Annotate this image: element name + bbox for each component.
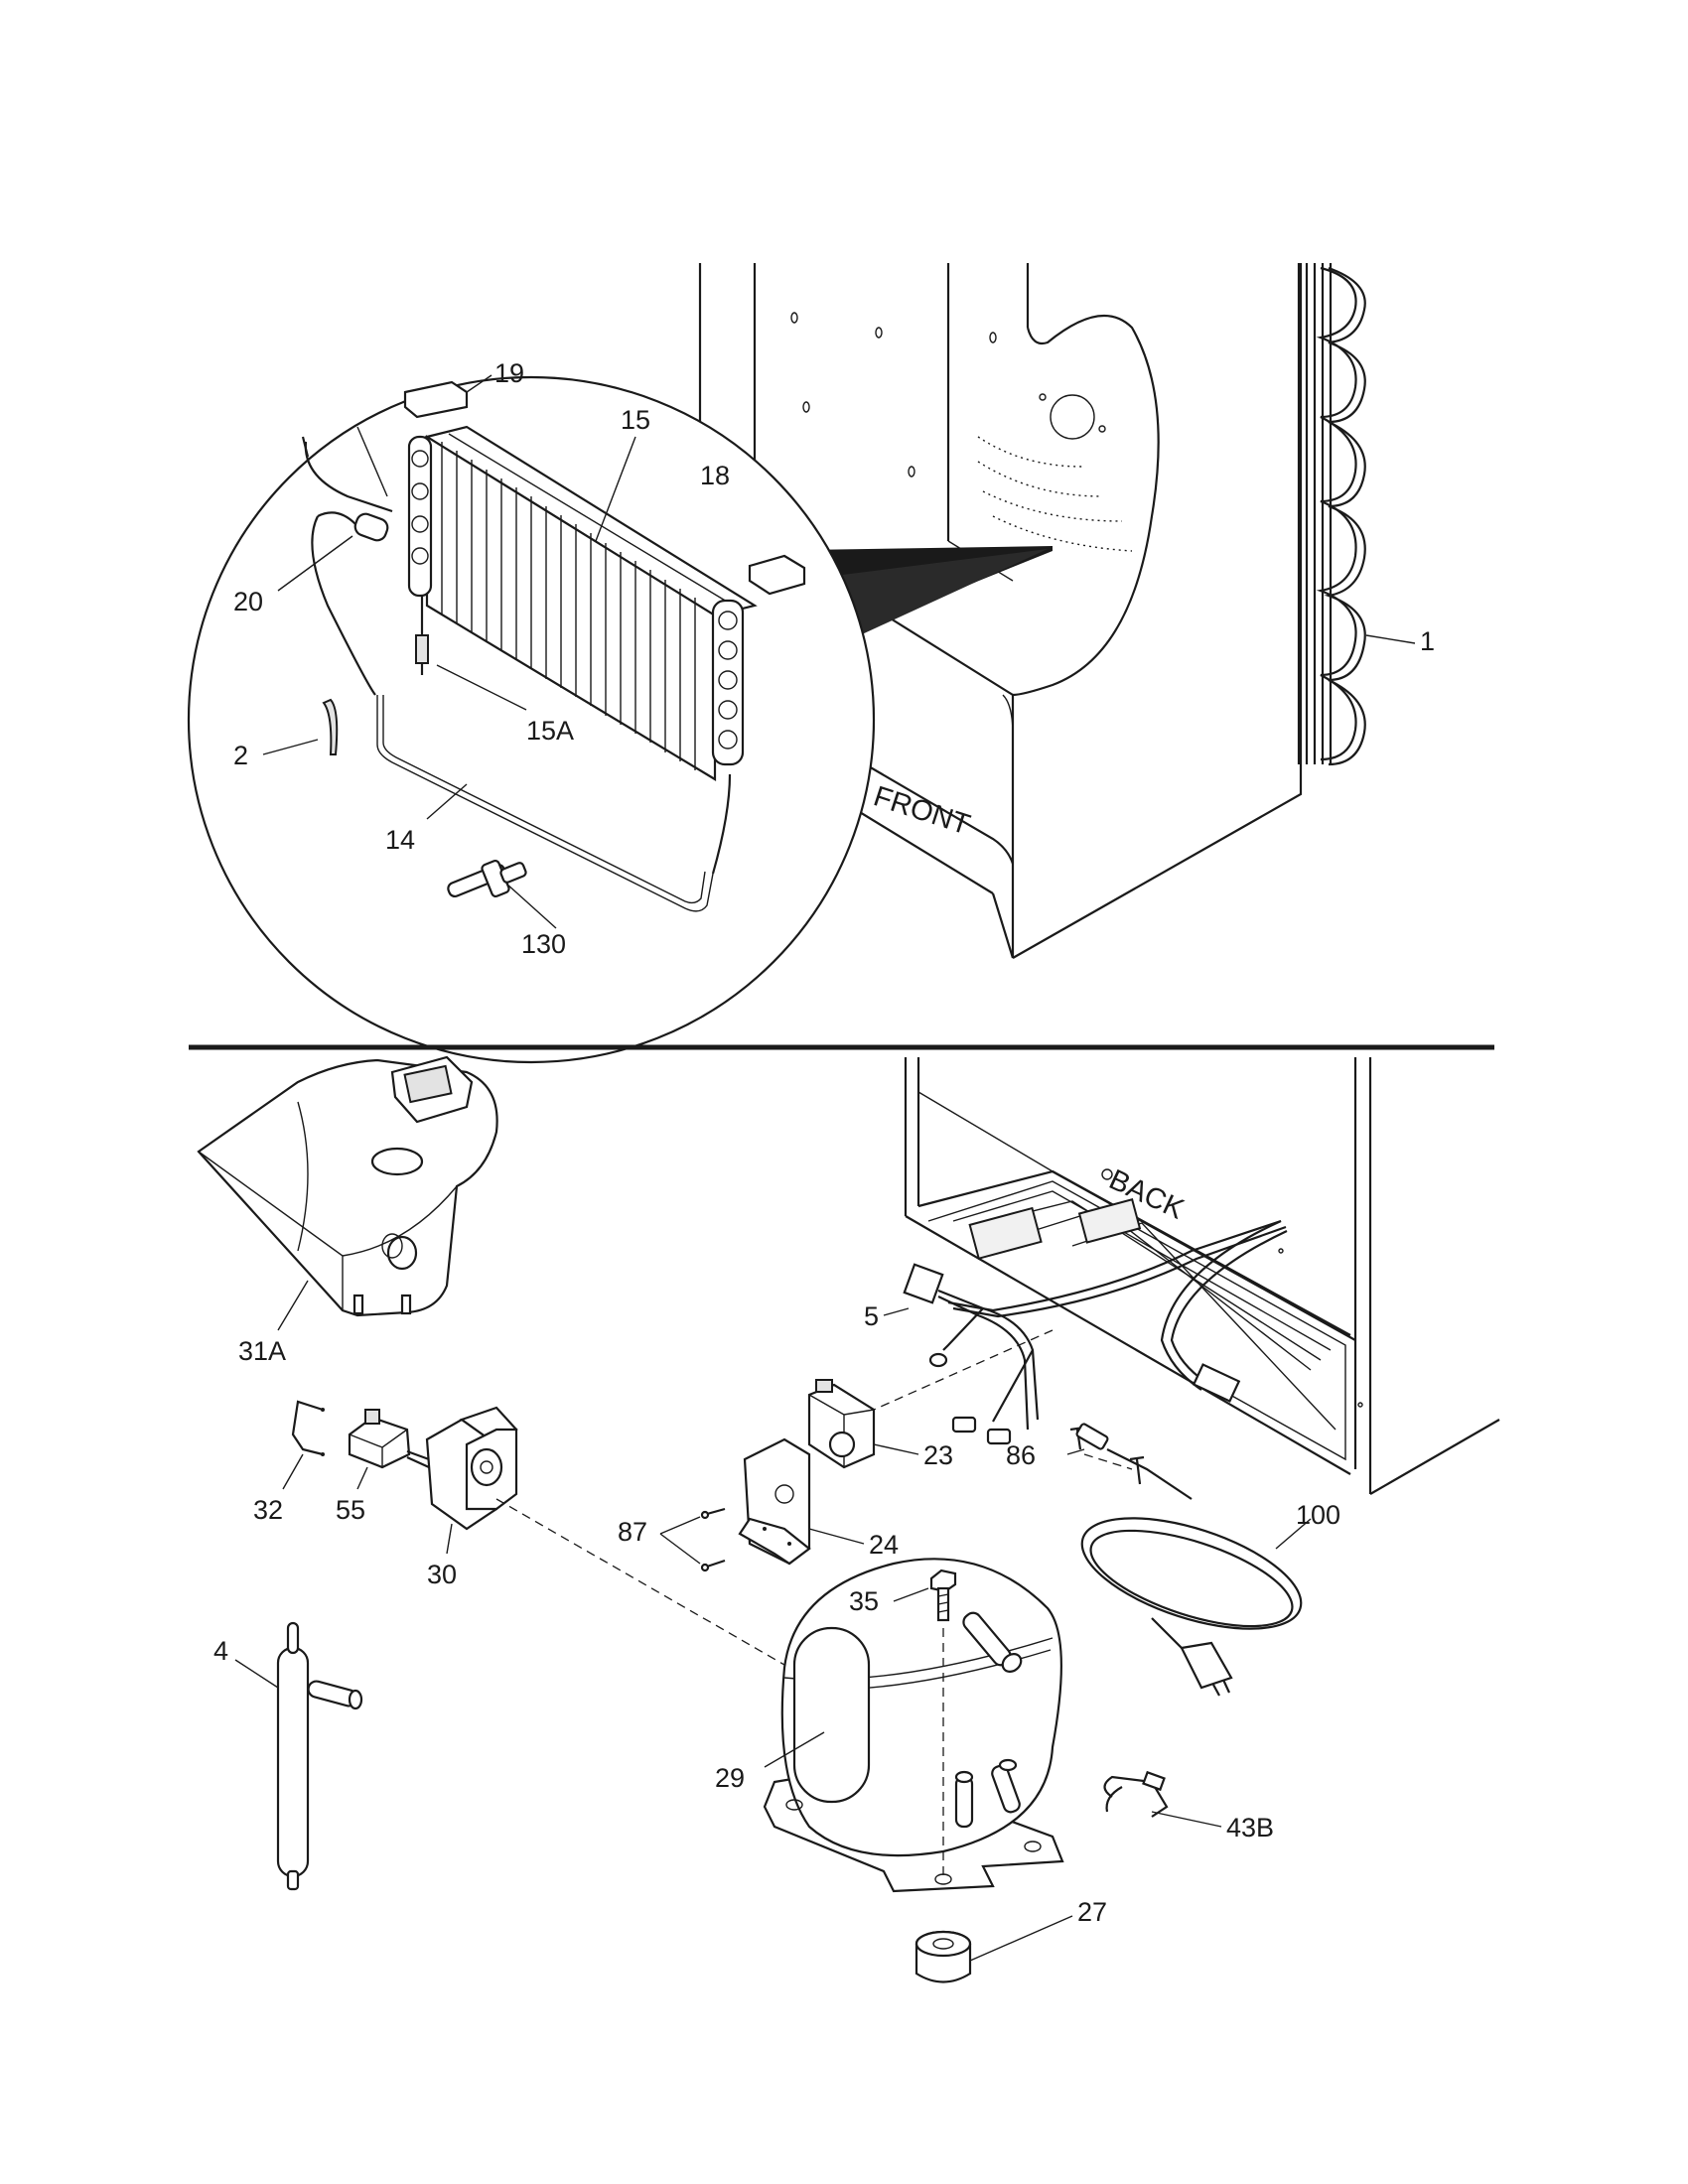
callout-100: 100 xyxy=(1296,1500,1340,1530)
callout-4: 4 xyxy=(213,1636,228,1666)
callout-24: 24 xyxy=(869,1530,899,1560)
callout-19: 19 xyxy=(494,358,524,388)
part-35-bolt xyxy=(929,1569,957,1622)
callout-14: 14 xyxy=(385,825,415,855)
leader-2 xyxy=(262,739,319,755)
callout-20: 20 xyxy=(233,587,263,616)
callout-32: 32 xyxy=(253,1495,283,1525)
leader-27 xyxy=(969,1915,1073,1962)
dashed-line-harness xyxy=(873,1329,1054,1411)
callout-87: 87 xyxy=(618,1517,647,1547)
leader-30 xyxy=(446,1523,453,1555)
callout-15a: 15A xyxy=(526,716,574,746)
wire-14 xyxy=(376,695,714,912)
callout-15: 15 xyxy=(621,405,650,435)
part-32-clip xyxy=(291,1400,324,1456)
part-2-clip xyxy=(322,698,339,755)
callout-27: 27 xyxy=(1077,1897,1107,1927)
condenser-coil xyxy=(1297,263,1366,766)
part-31a-ice-bin xyxy=(197,1055,498,1317)
part-30-auger-motor xyxy=(406,1406,518,1531)
part-43b-clip xyxy=(1103,1770,1169,1818)
leader-15 xyxy=(595,436,636,542)
leader-31a xyxy=(277,1280,309,1331)
part-55-switch xyxy=(348,1409,411,1469)
leader-87b xyxy=(659,1533,701,1565)
leader-86a xyxy=(1066,1448,1085,1455)
callout-31a: 31A xyxy=(238,1336,286,1366)
leader-29 xyxy=(764,1731,825,1768)
part-5-wiring-harness xyxy=(903,1219,1288,1445)
front-label: FRONT xyxy=(870,780,974,841)
callout-35: 35 xyxy=(849,1586,879,1616)
part-19-block xyxy=(403,380,469,419)
leader-100 xyxy=(1275,1518,1312,1550)
callout-23: 23 xyxy=(923,1440,953,1470)
callout-30: 30 xyxy=(427,1560,457,1589)
part-23-relay xyxy=(807,1379,876,1469)
leader-24 xyxy=(808,1528,865,1545)
part-18-block xyxy=(748,554,806,596)
leader-15a xyxy=(436,664,527,711)
part-27-grommet xyxy=(914,1930,972,1983)
callout-29: 29 xyxy=(715,1763,745,1793)
leader-1 xyxy=(1365,634,1416,644)
part-24-bracket xyxy=(738,1437,811,1566)
leader-43b xyxy=(1151,1811,1222,1828)
leader-20 xyxy=(277,535,353,592)
part-130-drain-fitting xyxy=(447,859,527,898)
callout-18: 18 xyxy=(700,461,730,490)
evaporator-coil xyxy=(407,425,758,781)
callout-2: 2 xyxy=(233,741,248,770)
leader-19 xyxy=(466,374,492,393)
leader-130 xyxy=(505,883,557,929)
callout-86: 86 xyxy=(1006,1440,1036,1470)
leader-35 xyxy=(893,1587,929,1602)
part-87-screws xyxy=(700,1507,726,1572)
dashed-line-motor xyxy=(495,1498,825,1689)
callout-43b: 43B xyxy=(1226,1813,1274,1843)
part-100-power-cord xyxy=(1075,1423,1303,1697)
leader-4 xyxy=(234,1659,279,1689)
part-4-filter-drier xyxy=(276,1621,363,1891)
part-29-compressor xyxy=(763,1558,1064,1893)
callout-130: 130 xyxy=(521,929,566,959)
leader-5 xyxy=(883,1307,910,1316)
leader-23 xyxy=(873,1443,919,1455)
callout-5: 5 xyxy=(864,1301,879,1331)
leader-32 xyxy=(282,1453,304,1490)
part-20-defrost-thermostat xyxy=(301,426,393,696)
leader-14 xyxy=(426,783,468,820)
callout-55: 55 xyxy=(336,1495,365,1525)
leader-87a xyxy=(659,1516,701,1535)
callout-1: 1 xyxy=(1420,626,1435,656)
leader-55 xyxy=(356,1466,368,1490)
